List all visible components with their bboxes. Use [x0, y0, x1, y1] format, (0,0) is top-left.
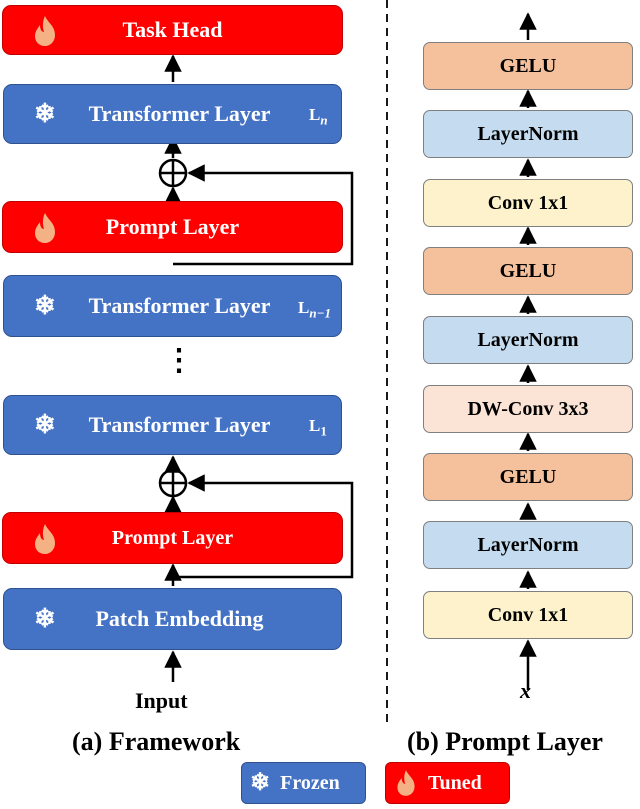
transformer-layer-n1-box: ❄ Transformer Layer Ln−1	[3, 275, 342, 337]
transformer-layer-1-box: ❄ Transformer Layer L1	[3, 395, 342, 455]
layernorm-block-2: LayerNorm	[423, 316, 633, 364]
legend-frozen: ❄ Frozen	[241, 762, 366, 804]
transformer-layer-n-box: ❄ Transformer Layer Ln	[3, 84, 342, 144]
gelu-block-1: GELU	[423, 453, 633, 501]
patch-embedding-box: ❄ Patch Embedding	[3, 588, 342, 650]
dwconv-block: DW-Conv 3x3	[423, 385, 633, 433]
ellipsis: ⋮	[164, 344, 194, 377]
flame-icon	[394, 769, 418, 797]
layer-n1-index: Ln−1	[298, 298, 331, 321]
snowflake-icon: ❄	[250, 770, 271, 796]
layer-1-index: L1	[309, 416, 327, 439]
task-head-box: Task Head	[2, 5, 343, 55]
prompt-layer-label-1: Prompt Layer	[111, 526, 234, 549]
flame-icon	[31, 212, 59, 244]
prompt-layer-box-1: Prompt Layer	[2, 512, 343, 564]
flame-icon	[31, 15, 59, 47]
transformer-layer-n-label: Transformer Layer	[88, 101, 271, 126]
input-label: Input	[135, 688, 188, 713]
legend-tuned-label: Tuned	[428, 771, 482, 794]
input-x-label: x	[520, 678, 531, 703]
gelu-block-3: GELU	[423, 42, 633, 90]
layer-n-index: Ln	[309, 105, 328, 128]
prompt-layer-caption: (b) Prompt Layer	[407, 727, 603, 756]
conv1x1-block-2: Conv 1x1	[423, 179, 633, 227]
task-head-label: Task Head	[122, 17, 223, 42]
prompt-layer-box-2: Prompt Layer	[2, 201, 343, 253]
layernorm-block-3: LayerNorm	[423, 110, 633, 158]
snowflake-icon: ❄	[34, 99, 56, 128]
legend-tuned: Tuned	[385, 762, 510, 804]
transformer-layer-n1-label: Transformer Layer	[88, 293, 271, 318]
conv1x1-block-1: Conv 1x1	[423, 591, 633, 639]
legend-frozen-label: Frozen	[280, 771, 340, 794]
transformer-layer-1-label: Transformer Layer	[88, 412, 271, 437]
snowflake-icon: ❄	[34, 291, 56, 320]
snowflake-icon: ❄	[34, 604, 56, 633]
skip-connection-2	[173, 164, 354, 266]
prompt-layer-label-2: Prompt Layer	[105, 214, 240, 239]
patch-embedding-label: Patch Embedding	[95, 606, 264, 631]
gelu-block-2: GELU	[423, 247, 633, 295]
framework-caption: (a) Framework	[72, 727, 241, 756]
layernorm-block-1: LayerNorm	[423, 521, 633, 569]
flame-icon	[31, 523, 59, 555]
skip-connection-1	[173, 474, 354, 579]
snowflake-icon: ❄	[34, 410, 56, 439]
